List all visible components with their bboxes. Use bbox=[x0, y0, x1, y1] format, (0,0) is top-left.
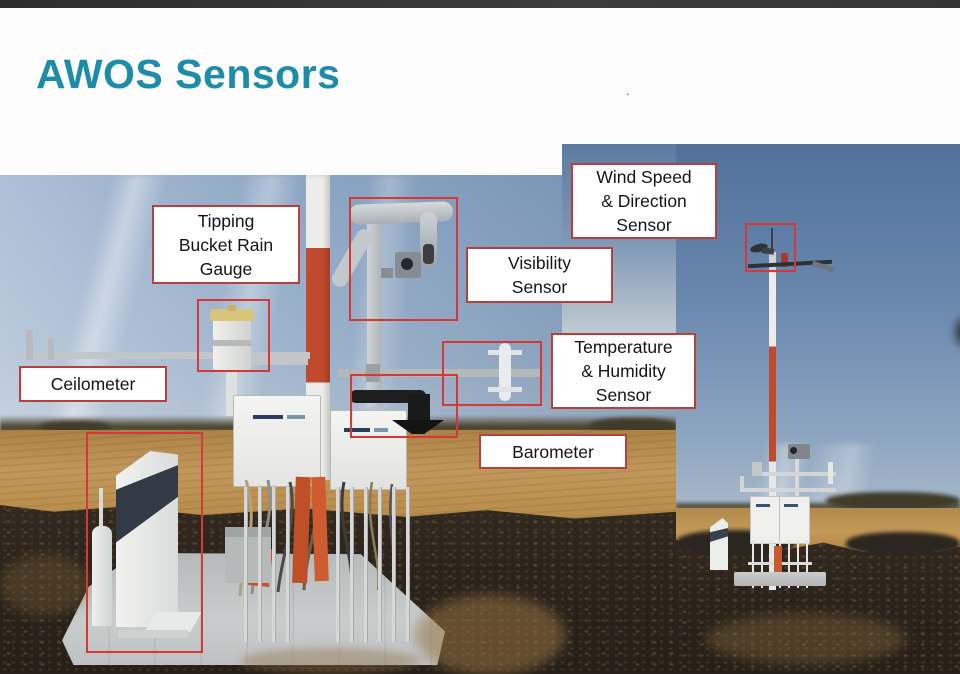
rain-gauge-nub bbox=[228, 305, 236, 311]
pole-bracket bbox=[381, 268, 393, 278]
cabinet-divider bbox=[779, 496, 780, 542]
cabinet-label-mark bbox=[287, 415, 305, 419]
arm-fitting bbox=[48, 338, 54, 360]
crossarm-left bbox=[18, 352, 310, 359]
page-title: AWOS Sensors bbox=[36, 51, 341, 97]
arm-sensor bbox=[828, 462, 833, 484]
cabinet-label-mark bbox=[253, 415, 283, 419]
crossarm-upper bbox=[760, 472, 836, 476]
stray-dot: . bbox=[626, 84, 630, 98]
support-leg bbox=[272, 487, 276, 642]
support-leg bbox=[406, 487, 410, 642]
annotation-box-wind-sensor bbox=[745, 223, 796, 272]
visibility-sensor-aperture bbox=[423, 244, 434, 264]
arm-sensor bbox=[752, 462, 762, 476]
callout-ceilometer: Ceilometer bbox=[19, 366, 167, 402]
annotation-box-temp-humidity bbox=[442, 341, 542, 406]
support-leg bbox=[244, 487, 248, 642]
camera-lens-icon bbox=[401, 258, 413, 270]
support-leg bbox=[378, 487, 382, 642]
support-leg bbox=[258, 487, 262, 642]
base-plate bbox=[734, 572, 826, 586]
arm-fitting bbox=[26, 330, 33, 360]
crossarm-right bbox=[338, 369, 540, 377]
visibility-sensor-pole bbox=[367, 222, 382, 407]
ceilometer-side-pole bbox=[99, 488, 103, 528]
tree-clump bbox=[826, 492, 960, 510]
rain-gauge-post bbox=[226, 366, 237, 416]
callout-barometer: Barometer bbox=[479, 434, 627, 469]
rain-gauge-band bbox=[213, 340, 251, 346]
support-leg bbox=[392, 487, 396, 642]
callout-tipping-bucket-rain-gauge: Tipping Bucket Rain Gauge bbox=[152, 205, 300, 284]
arm-fitting bbox=[740, 476, 744, 490]
top-border-bar bbox=[0, 0, 960, 8]
rain-gauge-arm bbox=[236, 358, 308, 365]
awos-station-distant-photo bbox=[676, 144, 960, 674]
dirt-highlight bbox=[706, 614, 906, 664]
cabinet-label-mark bbox=[344, 428, 370, 432]
callout-temperature-humidity-sensor: Temperature & Humidity Sensor bbox=[551, 333, 696, 409]
support-leg bbox=[364, 487, 368, 642]
annotation-box-rain-gauge bbox=[197, 299, 270, 372]
cabinet-label-mark bbox=[756, 504, 770, 507]
mast-antenna bbox=[771, 228, 773, 258]
cabinet-label-mark bbox=[374, 428, 388, 432]
annotation-box-barometer bbox=[350, 374, 458, 438]
cabinet-label-mark bbox=[784, 504, 798, 507]
ceilometer-side-cylinder bbox=[92, 526, 112, 626]
support-leg bbox=[350, 487, 354, 642]
arm-joint bbox=[366, 364, 380, 382]
junction-box-lid bbox=[225, 527, 271, 537]
crossarm-lower bbox=[740, 488, 836, 492]
dirt-highlight bbox=[0, 555, 90, 615]
camera-pole bbox=[795, 452, 799, 502]
callout-wind-speed-direction-sensor: Wind Speed & Direction Sensor bbox=[571, 163, 717, 239]
orange-conduit bbox=[774, 546, 782, 576]
temp-probe-tee-bottom bbox=[488, 387, 522, 392]
dirt-highlight bbox=[240, 648, 420, 674]
callout-visibility-sensor: Visibility Sensor bbox=[466, 247, 613, 303]
ceilometer-base bbox=[118, 630, 188, 638]
dirt-highlight bbox=[415, 595, 565, 674]
wind-sensor-red-unit bbox=[781, 253, 788, 267]
camera-lens-icon bbox=[790, 447, 797, 454]
annotation-box-ceilometer bbox=[86, 432, 203, 653]
rain-gauge-funnel-cap bbox=[210, 309, 254, 321]
barometer-pipe-horizontal bbox=[350, 390, 426, 403]
dirt-berm bbox=[846, 532, 960, 556]
equipment-cabinet-right bbox=[330, 410, 407, 490]
distant-ceilometer bbox=[710, 518, 728, 570]
tree-branch bbox=[916, 304, 960, 366]
barometer-pipe-elbow bbox=[408, 394, 430, 424]
annotation-box-visibility-sensor bbox=[349, 197, 458, 321]
distant-striped-mast bbox=[769, 252, 776, 590]
support-leg bbox=[336, 487, 340, 642]
support-leg bbox=[286, 487, 290, 642]
equipment-cabinet-left bbox=[233, 395, 321, 487]
temp-humidity-probe bbox=[499, 343, 511, 401]
